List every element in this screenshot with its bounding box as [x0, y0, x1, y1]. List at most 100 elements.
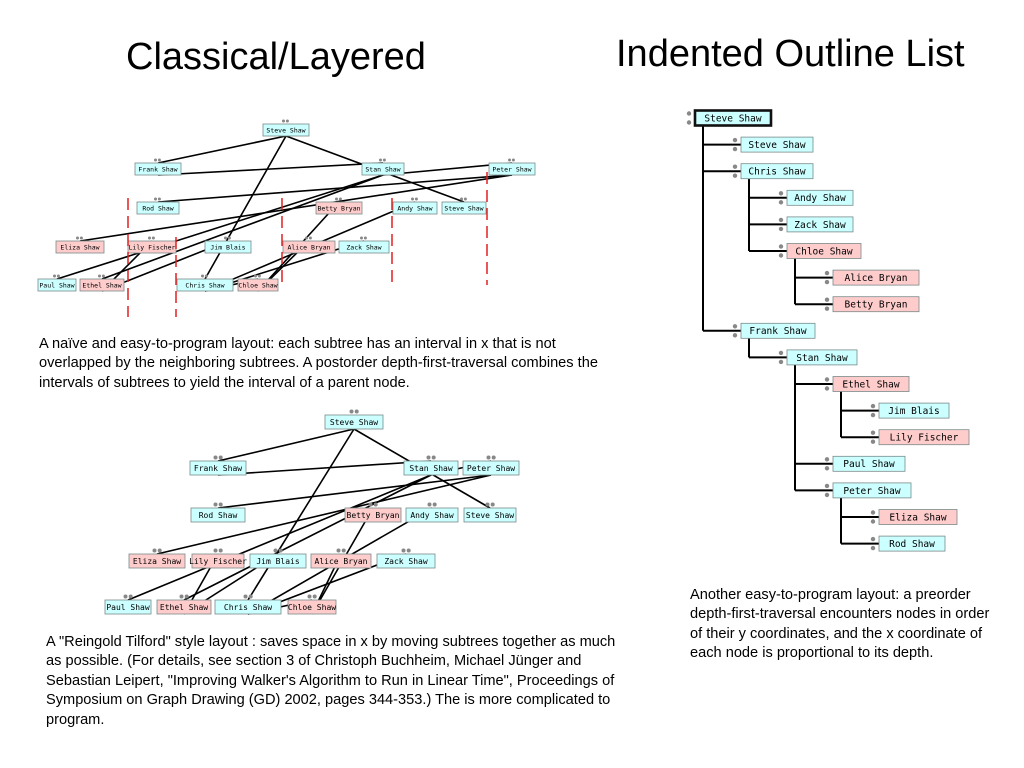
node-handle-dot — [778, 191, 784, 196]
node-label: Stan Shaw — [796, 353, 848, 364]
node-box — [55, 240, 105, 254]
classical-node-steve-shaw[interactable]: Steve Shaw — [441, 201, 487, 215]
node-handle-dot — [824, 306, 830, 311]
node-label: Steve Shaw — [748, 140, 805, 151]
node-box — [282, 240, 336, 254]
outline-node-betty-bryan[interactable]: Betty Bryan — [832, 296, 920, 313]
reingold-node-paul-shaw[interactable]: Paul Shaw — [104, 599, 152, 615]
node-box — [786, 349, 858, 366]
outline-node-jim-blais[interactable]: Jim Blais — [878, 402, 950, 419]
outline-node-peter-shaw[interactable]: Peter Shaw — [832, 482, 912, 499]
outline-node-alice-bryan[interactable]: Alice Bryan — [832, 269, 920, 286]
tree-edge — [217, 428, 355, 462]
reingold-node-andy-shaw[interactable]: Andy Shaw — [405, 507, 459, 523]
node-label: Ethel Shaw — [842, 379, 899, 390]
classical-node-paul-shaw[interactable]: Paul Shaw — [37, 278, 77, 292]
node-label: Zack Shaw — [346, 243, 381, 251]
reingold-node-betty-bryan[interactable]: Betty Bryan — [344, 507, 402, 523]
outline-node-stan-shaw[interactable]: Stan Shaw — [786, 349, 858, 366]
node-handle-dot — [98, 274, 101, 278]
reingold-node-lily-fischer[interactable]: Lily Fischer — [189, 553, 247, 569]
node-box — [128, 553, 186, 569]
node-label: Ethel Shaw — [160, 603, 208, 612]
node-box — [156, 599, 212, 615]
node-handle-dot — [305, 236, 308, 240]
reingold-node-jim-blais[interactable]: Jim Blais — [249, 553, 307, 569]
classical-caption: A naïve and easy-to-program layout: each… — [39, 336, 598, 391]
reingold-node-steve-shaw[interactable]: Steve Shaw — [324, 414, 384, 430]
node-handle-dot — [508, 158, 511, 162]
outline-node-andy-shaw[interactable]: Andy Shaw — [786, 189, 854, 206]
outline-node-eliza-shaw[interactable]: Eliza Shaw — [878, 509, 958, 525]
classical-node-stan-shaw[interactable]: Stan Shaw — [361, 162, 405, 176]
node-label: Betty Bryan — [845, 300, 908, 311]
reingold-node-chloe-shaw[interactable]: Chloe Shaw — [287, 599, 337, 615]
reingold-node-frank-shaw[interactable]: Frank Shaw — [189, 460, 247, 476]
node-box — [878, 509, 958, 525]
node-box — [79, 278, 125, 292]
node-handle-dot — [870, 403, 876, 409]
classical-node-betty-bryan[interactable]: Betty Bryan — [315, 201, 363, 215]
outline-node-steve-shaw[interactable]: Steve Shaw — [693, 109, 773, 127]
reingold-node-steve-shaw[interactable]: Steve Shaw — [463, 507, 517, 523]
reingold-node-ethel-shaw[interactable]: Ethel Shaw — [156, 599, 212, 615]
node-handle-dot — [870, 519, 876, 524]
node-handle-dot — [360, 236, 363, 240]
node-label: Frank Shaw — [749, 326, 806, 337]
node-label: Stan Shaw — [409, 464, 453, 473]
classical-node-eliza-shaw[interactable]: Eliza Shaw — [55, 240, 105, 254]
node-label: Steve Shaw — [330, 418, 378, 427]
classical-node-andy-shaw[interactable]: Andy Shaw — [392, 201, 438, 215]
node-box — [190, 507, 246, 523]
reingold-node-rod-shaw[interactable]: Rod Shaw — [190, 507, 246, 523]
node-handle-dot — [335, 197, 338, 201]
node-label: Rod Shaw — [142, 204, 173, 212]
node-box — [740, 163, 814, 180]
outline-node-chris-shaw[interactable]: Chris Shaw — [740, 163, 814, 180]
outline-node-chloe-shaw[interactable]: Chloe Shaw — [786, 243, 862, 259]
node-label: Paul Shaw — [843, 459, 895, 470]
reingold-node-peter-shaw[interactable]: Peter Shaw — [462, 460, 520, 476]
classical-node-peter-shaw[interactable]: Peter Shaw — [488, 162, 536, 176]
tree-edge — [56, 174, 384, 280]
outline-node-steve-shaw[interactable]: Steve Shaw — [740, 136, 814, 153]
node-handle-dot — [157, 548, 162, 553]
outline-node-lily-fischer[interactable]: Lily Fischer — [878, 429, 970, 446]
classical-node-jim-blais[interactable]: Jim Blais — [204, 240, 252, 254]
classical-node-frank-shaw[interactable]: Frank Shaw — [134, 162, 182, 176]
outline-node-rod-shaw[interactable]: Rod Shaw — [878, 535, 946, 552]
node-handle-dot — [778, 253, 784, 258]
classical-node-steve-shaw[interactable]: Steve Shaw — [262, 123, 310, 137]
tree-edge — [156, 474, 492, 555]
reingold-node-zack-shaw[interactable]: Zack Shaw — [376, 553, 436, 569]
classical-node-chloe-shaw[interactable]: Chloe Shaw — [237, 278, 279, 292]
classical-node-rod-shaw[interactable]: Rod Shaw — [136, 201, 180, 215]
outline-node-ethel-shaw[interactable]: Ethel Shaw — [832, 376, 910, 392]
outline-node-frank-shaw[interactable]: Frank Shaw — [740, 322, 816, 339]
node-handle-dot — [354, 409, 359, 414]
reingold-node-alice-bryan[interactable]: Alice Bryan — [310, 553, 372, 569]
classical-node-chris-shaw[interactable]: Chris Shaw — [176, 278, 234, 292]
node-handle-dot — [123, 594, 128, 599]
reingold-node-stan-shaw[interactable]: Stan Shaw — [403, 460, 459, 476]
reingold-node-chris-shaw[interactable]: Chris Shaw — [214, 599, 282, 615]
classical-node-zack-shaw[interactable]: Zack Shaw — [338, 240, 390, 254]
node-handle-dot — [179, 594, 184, 599]
node-label: Andy Shaw — [794, 193, 846, 204]
node-handle-dot — [157, 197, 161, 201]
reingold-node-eliza-shaw[interactable]: Eliza Shaw — [128, 553, 186, 569]
node-box — [214, 599, 282, 615]
node-handle-dot — [257, 274, 261, 278]
node-handle-dot — [824, 457, 830, 462]
node-label: Rod Shaw — [199, 511, 238, 520]
node-box — [204, 240, 252, 254]
node-handle-dot — [213, 502, 218, 507]
classical-node-ethel-shaw[interactable]: Ethel Shaw — [79, 278, 125, 292]
node-handle-dot — [824, 377, 830, 382]
classical-node-alice-bryan[interactable]: Alice Bryan — [282, 240, 336, 254]
node-handle-dot — [460, 197, 463, 201]
outline-node-paul-shaw[interactable]: Paul Shaw — [832, 455, 906, 472]
node-handle-dot — [151, 236, 155, 240]
outline-node-zack-shaw[interactable]: Zack Shaw — [786, 216, 854, 233]
node-handle-dot — [732, 164, 738, 169]
